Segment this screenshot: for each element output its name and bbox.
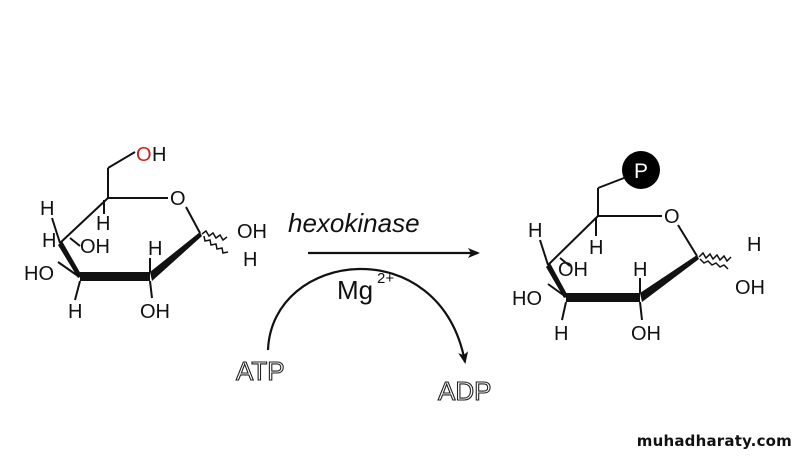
c5-hydrogen-lower-label: H	[148, 238, 162, 260]
anomeric-hydroxyl-label: OH	[735, 277, 765, 299]
bond-c1-oh-wavy	[699, 258, 729, 270]
site-watermark: muhadharaty.com	[636, 432, 792, 450]
bond-c4-oh	[559, 257, 571, 267]
atp-label: ATP	[236, 356, 285, 386]
phosphate-circle	[622, 151, 660, 189]
bond-c2-oh	[639, 301, 643, 321]
c5-hydrogen-label: H	[589, 237, 603, 259]
bond-c3-h	[561, 301, 567, 321]
bond-c4-c3-wedge	[58, 241, 82, 278]
phosphate-label: P	[634, 160, 648, 183]
cosubstrate-curved-arrow	[266, 267, 469, 364]
cofactor-charge-label: 2+	[377, 270, 394, 287]
bond-o-c1	[185, 206, 201, 234]
glucose-6-phosphate-molecule: P O H H OH H H HO OH H OH	[512, 151, 765, 345]
c3-hydrogen-label: H	[554, 323, 568, 345]
c5-hydrogen-label: H	[96, 213, 110, 235]
bond-c1-h-wavy	[698, 251, 732, 263]
bond-c6-p	[597, 177, 625, 189]
bond-c1-oh-wavy	[201, 229, 228, 242]
adp-label: ADP	[438, 376, 491, 406]
c4-hydrogen-label: H	[40, 198, 54, 220]
bond-c3-ho	[547, 283, 567, 298]
c6-oxygen-label: O	[136, 144, 152, 166]
c2-hydrogen-label: H	[633, 259, 647, 281]
bond-c3-ho	[57, 261, 79, 277]
c3-hydroxyl-upper-label: OH	[558, 259, 588, 281]
c3-hydroxyl-upper-label: OH	[80, 236, 110, 258]
bond-c4-h	[51, 217, 61, 244]
c4-hydroxyl-label: HO	[24, 263, 54, 285]
bond-c3-c2-bold	[80, 272, 150, 281]
bond-c5-c4	[59, 197, 109, 244]
cofactor-label: Mg	[337, 275, 373, 305]
bond-c6-o6	[107, 151, 136, 169]
bond-c2-c1-wedge	[640, 255, 699, 302]
c2-hydroxyl-label: OH	[140, 301, 170, 323]
bond-c1-h-wavy	[203, 235, 229, 254]
bond-c4-h	[539, 239, 549, 266]
c3-hydrogen-label: H	[68, 301, 82, 323]
ring-oxygen-label: O	[664, 206, 680, 228]
bond-c2-oh	[149, 280, 153, 299]
enzyme-label: hexokinase	[288, 208, 420, 238]
bond-c4-c3-wedge	[546, 263, 568, 298]
bond-o-c1	[677, 224, 698, 257]
bond-c3-c2-bold	[566, 293, 640, 302]
anomeric-hydrogen-label: H	[747, 234, 761, 256]
c4-hydrogen-label: H	[528, 220, 542, 242]
c4-hydroxyl-label: HO	[512, 288, 542, 310]
anomeric-hydrogen-label: H	[243, 249, 257, 271]
ring-oxygen-label: O	[170, 188, 186, 210]
glucose-molecule: O H O H H H OH H HO H OH OH H	[24, 144, 267, 323]
bond-c4-oh	[69, 237, 81, 247]
bond-c5-c4	[547, 215, 599, 266]
anomeric-hydroxyl-label: OH	[237, 221, 267, 243]
c6-hydrogen-label: H	[152, 144, 166, 166]
bond-c3-h	[74, 280, 81, 301]
reaction-arrow-group: hexokinase Mg 2+ ATP ADP	[235, 208, 492, 407]
c2-hydroxyl-label: OH	[631, 323, 661, 345]
bond-c2-c1-wedge	[150, 232, 202, 281]
c2-hydrogen-label: H	[42, 230, 56, 252]
